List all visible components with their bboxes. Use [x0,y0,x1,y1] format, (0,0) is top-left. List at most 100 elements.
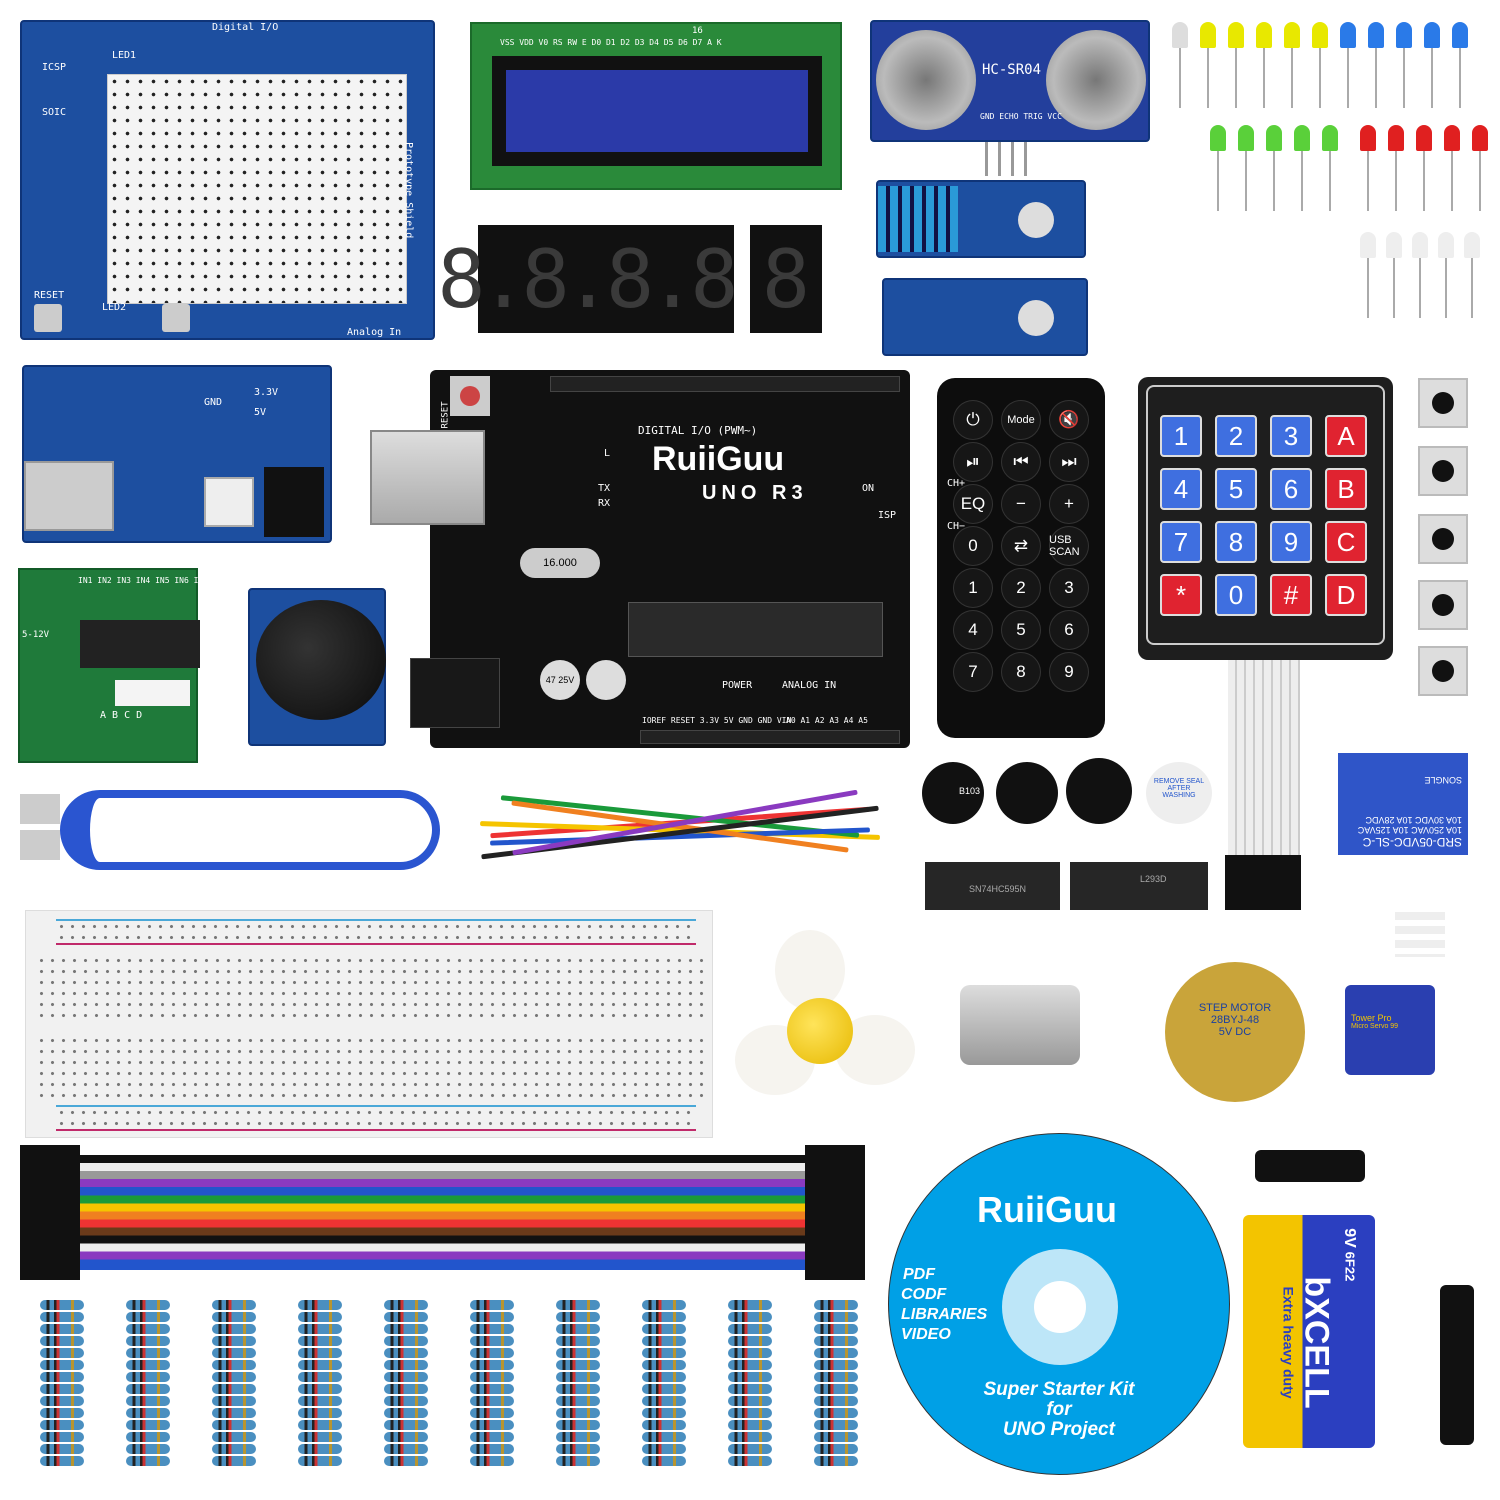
remote-button-next-icon[interactable]: ⏭ [1049,442,1089,482]
keypad-key[interactable]: 0 [1215,574,1257,616]
resistor [728,1420,772,1430]
power-supply-module: 3.3V 5V GND [22,365,332,543]
potentiometer-knob[interactable] [1018,300,1054,336]
led-leg [1419,258,1421,318]
keypad-key[interactable]: 4 [1160,468,1202,510]
resistor [126,1420,170,1430]
joystick-knob[interactable] [256,600,386,720]
stepper-line: 5V DC [1218,1026,1252,1038]
power-label-3v3: 3.3V [254,387,279,398]
remote-button-mute-icon[interactable]: 🔇 [1049,400,1089,440]
resistor [728,1348,772,1358]
resistor [556,1432,600,1442]
resistor [126,1456,170,1466]
resistor [814,1324,858,1334]
remote-button-label[interactable]: 7 [953,652,993,692]
keypad-key[interactable]: 1 [1160,415,1202,457]
tactile-button[interactable] [1418,580,1468,630]
remote-button-play-pause-icon[interactable]: ⏯ [953,442,993,482]
remote-button-label[interactable]: 0 [953,526,993,566]
resistor [298,1456,342,1466]
reset-button[interactable] [34,304,62,332]
dc-motor [960,985,1080,1065]
resistor [212,1300,256,1310]
digits: 8.8.8.8. [437,232,780,326]
led-leg [1329,151,1331,211]
resistor [642,1312,686,1322]
usb-b-port[interactable] [370,430,485,525]
resistor [126,1372,170,1382]
remote-button-label[interactable]: − [1001,484,1041,524]
isp-label: ISP [878,510,897,521]
digit: 8 [761,232,811,326]
keypad-key[interactable]: C [1325,521,1367,563]
keypad-key[interactable]: * [1160,574,1202,616]
ic-label: SN74HC595N [969,884,1027,894]
power-switch[interactable] [204,477,254,527]
remote-button-label[interactable]: 6 [1049,610,1089,650]
keypad-key[interactable]: A [1325,415,1367,457]
keypad-key[interactable]: 2 [1215,415,1257,457]
crystal: 16.000 [520,548,600,578]
keypad-key[interactable]: 9 [1270,521,1312,563]
led [1464,232,1480,258]
usb-port[interactable] [24,461,114,531]
keypad-key[interactable]: 3 [1270,415,1312,457]
reset-label: RESET [34,290,65,301]
remote-button-label[interactable]: 5 [1001,610,1041,650]
potentiometer-knob[interactable] [1018,202,1054,238]
resistor [40,1456,84,1466]
tactile-button[interactable] [1418,378,1468,428]
s1-button[interactable] [162,304,190,332]
remote-button-prev-icon[interactable]: ⏮ [1001,442,1041,482]
four-digit-display: 8.8.8.8. [437,225,781,333]
resistor [470,1396,514,1406]
dupont-ribbon-cable [20,1145,865,1280]
remote-button-label[interactable]: EQ [953,484,993,524]
remote-button-label[interactable]: 4 [953,610,993,650]
keypad-key[interactable]: B [1325,468,1367,510]
remote-button-label[interactable]: 2 [1001,568,1041,608]
remote-button-label[interactable]: + [1049,484,1089,524]
dc-power-jack[interactable] [410,658,500,728]
keypad-key[interactable]: 8 [1215,521,1257,563]
keypad-key[interactable]: 7 [1160,521,1202,563]
resistor [212,1456,256,1466]
potentiometer[interactable] [996,762,1058,824]
resistor [470,1432,514,1442]
remote-button-label[interactable]: 3 [1049,568,1089,608]
resistor [556,1396,600,1406]
keypad-key[interactable]: # [1270,574,1312,616]
resistor [470,1348,514,1358]
led [1444,125,1460,151]
remote-button-label[interactable]: 9 [1049,652,1089,692]
remote-button-label[interactable]: 8 [1001,652,1041,692]
led-leg [1179,48,1181,108]
remote-button-power-icon[interactable]: ⏻ [953,400,993,440]
battery-type: 6F22 [1342,1251,1358,1282]
keypad-key[interactable]: 6 [1270,468,1312,510]
keypad-key[interactable]: 5 [1215,468,1257,510]
dc-jack[interactable] [264,467,324,537]
crystal-label: 16.000 [543,557,577,569]
remote-button-label[interactable]: Mode [1001,400,1041,440]
tactile-button[interactable] [1418,646,1468,696]
usb-b-plug [20,830,60,860]
reset-button[interactable] [450,376,490,416]
power-label-5v: 5V [254,407,267,418]
power-header[interactable] [640,730,900,744]
ch-minus-label: CH− [947,521,966,532]
led [1472,125,1488,151]
remote-button-repeat-icon[interactable]: ⇄ [1001,526,1041,566]
led [1340,22,1356,48]
keypad-key[interactable]: D [1325,574,1367,616]
potentiometer[interactable]: B103 [922,762,984,824]
remote-button-label[interactable]: 1 [953,568,993,608]
remote-button-label[interactable]: USB SCAN [1049,526,1089,566]
resistor [40,1348,84,1358]
digital-header[interactable] [550,376,900,392]
tactile-button[interactable] [1418,446,1468,496]
tactile-button[interactable] [1418,514,1468,564]
resistor [642,1372,686,1382]
resistor [384,1432,428,1442]
